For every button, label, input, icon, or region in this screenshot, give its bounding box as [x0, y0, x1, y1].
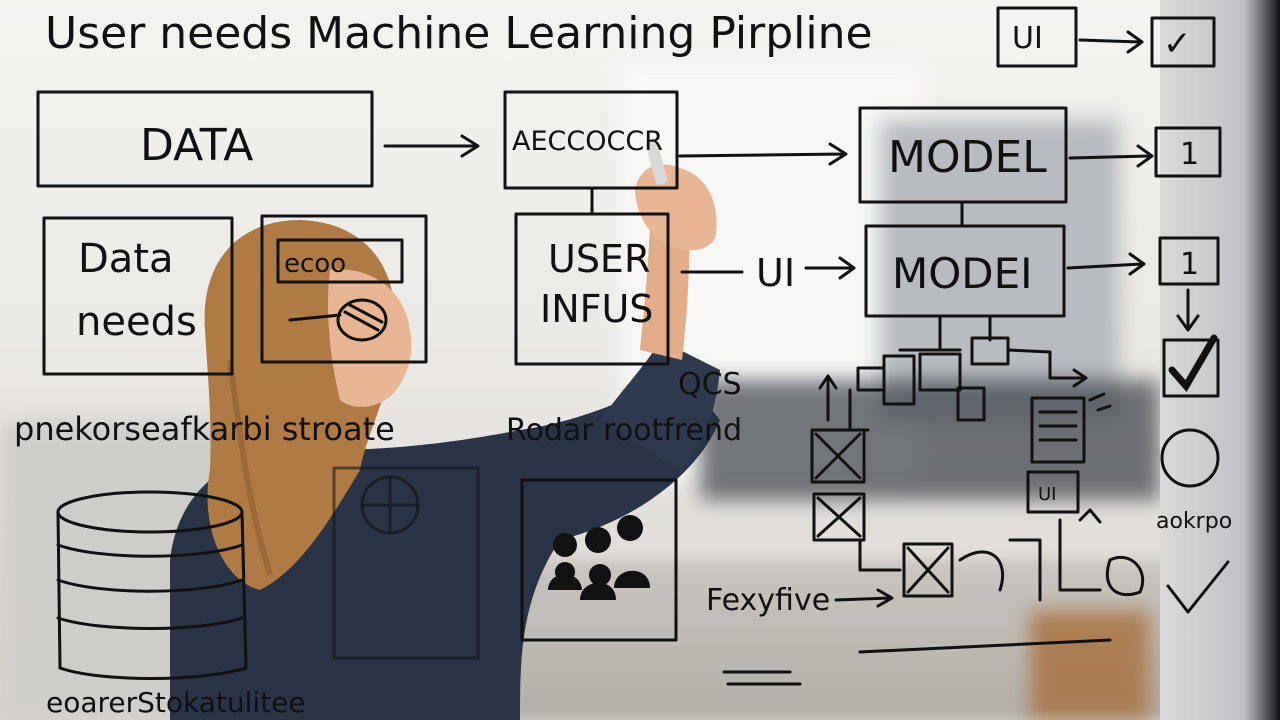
scribble-shapes — [958, 518, 1145, 602]
globe-box — [332, 466, 480, 660]
ui-box-small-label: UI — [1038, 484, 1056, 505]
tree-arrow-right — [1006, 348, 1088, 388]
sketch-circle — [336, 298, 388, 342]
tree-branch — [848, 388, 870, 432]
globe-lines — [360, 475, 420, 535]
bottom-caption: eoarerStokatulitee — [46, 686, 306, 719]
tree-node-4 — [956, 386, 986, 422]
data-needs-line2: needs — [76, 299, 197, 345]
tree-node-3 — [970, 336, 1010, 366]
sketch-label: ecoo — [284, 249, 346, 279]
crossed-box-3 — [902, 542, 954, 598]
process-box-label: AECCOCCR — [512, 126, 663, 157]
mid-caption: Rodar rootfrend — [506, 413, 742, 448]
bottom-scribble — [722, 638, 1112, 686]
crossed-box-3-x — [906, 546, 950, 594]
database-bands — [56, 543, 248, 680]
crossed-box-connector — [858, 538, 902, 572]
model-box-2 — [864, 224, 1066, 318]
user-inputs-box — [514, 212, 670, 366]
wooden-stool — [1030, 610, 1150, 720]
tree-node-1 — [918, 352, 962, 392]
scribble-person — [1078, 508, 1102, 524]
ui-box-top — [996, 6, 1078, 68]
model-box-2-label: MODEI — [892, 249, 1033, 298]
check-box-top-mark: ✓ — [1163, 24, 1192, 64]
checkbox-checkmark — [1168, 334, 1218, 392]
tree-connectors — [898, 314, 992, 352]
people-icon — [548, 515, 650, 600]
tree-arrow-up — [818, 374, 838, 422]
people-box — [520, 478, 678, 642]
score-box-2 — [1158, 236, 1220, 286]
large-checkmark — [1166, 560, 1230, 614]
database-sides — [56, 510, 248, 670]
data-box — [36, 90, 374, 188]
arrow-score-down — [1176, 288, 1200, 332]
arrow-ui-to-model2 — [804, 256, 856, 280]
user-inputs-line2: INFUS — [540, 287, 653, 331]
data-needs-box — [42, 216, 234, 376]
crossed-box-2-x — [816, 496, 862, 538]
right-caption: aokrpo — [1156, 509, 1232, 534]
tree-node-2 — [882, 354, 916, 406]
arrow-data-to-process — [383, 134, 480, 158]
qcs-label: QCS — [678, 367, 742, 402]
sketch-box — [260, 214, 428, 364]
document-sparks — [1088, 392, 1112, 412]
sketch-hatch — [288, 303, 384, 332]
feature-label: Fexyfive — [706, 583, 830, 618]
arrow-model1-to-score — [1068, 144, 1154, 168]
data-needs-line1: Data — [78, 236, 174, 282]
left-caption: pnekorseafkarbi stroate — [14, 410, 395, 448]
sketch-inner-box — [276, 238, 404, 284]
ui-box-top-label: UI — [1012, 21, 1043, 56]
check-box-top — [1150, 16, 1216, 68]
arrow-process-to-model — [678, 142, 848, 166]
ui-box-small — [1026, 470, 1080, 514]
score-box-1 — [1154, 126, 1222, 178]
tree-node-5 — [856, 366, 886, 392]
status-circle — [1160, 428, 1220, 488]
document-lines — [1038, 410, 1078, 442]
arrow-model2-to-score — [1066, 252, 1146, 276]
user-inputs-line1: USER — [548, 237, 650, 281]
model-box-1-label: MODEL — [888, 132, 1047, 183]
ui-label: UI — [756, 251, 795, 295]
arrow-ui-to-check — [1078, 30, 1144, 54]
data-box-label: DATA — [140, 120, 253, 171]
crossed-box-1-x — [814, 432, 862, 480]
score-box-2-label: 1 — [1180, 247, 1199, 282]
crossed-box-2 — [812, 492, 866, 542]
checkbox-checked — [1162, 338, 1220, 398]
document-icon — [1030, 396, 1086, 464]
crossed-box-1 — [810, 428, 866, 484]
diagram-title: User needs Machine Learning Pirpline — [45, 8, 873, 59]
database-top — [56, 490, 244, 534]
arrow-feature — [834, 588, 894, 608]
score-box-1-label: 1 — [1180, 137, 1199, 172]
